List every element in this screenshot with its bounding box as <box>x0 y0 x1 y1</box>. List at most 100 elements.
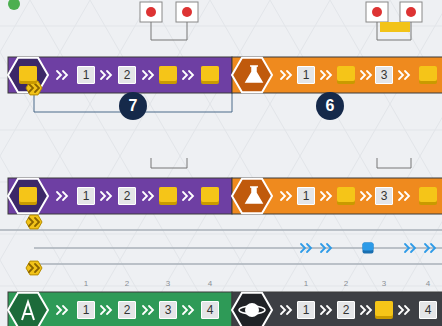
tab-bracket <box>377 22 411 40</box>
step-number: 1 <box>303 303 310 317</box>
bg-hex <box>300 234 360 286</box>
bg-hex <box>60 234 120 286</box>
cube-shadow <box>159 187 177 205</box>
step-number: 2 <box>124 189 131 203</box>
track-step-box: 1 <box>77 301 95 319</box>
ship-icon <box>22 302 34 320</box>
bg-hex <box>240 234 300 286</box>
planet-ring <box>239 306 265 314</box>
track-hex <box>232 58 272 93</box>
cube-shadow <box>337 66 355 84</box>
cube-shadow <box>419 66 437 84</box>
cube-shadow <box>363 243 374 254</box>
track-step-box: 3 <box>375 187 393 205</box>
track-wire <box>34 247 442 249</box>
bg-hex <box>180 234 240 286</box>
track-step-box: 1 <box>77 187 95 205</box>
cube-shadow <box>201 187 219 205</box>
step-tick: 4 <box>208 279 212 288</box>
cube-shadow <box>375 301 393 319</box>
chevron <box>321 306 331 314</box>
bg-hex <box>120 130 180 182</box>
cube-shadow <box>159 66 177 84</box>
reward-tab <box>176 2 198 22</box>
reward-tab <box>366 2 388 22</box>
chevron <box>183 306 193 314</box>
chevron <box>57 306 67 314</box>
step-tick: 3 <box>382 279 386 288</box>
track-step-box: 1 <box>297 301 315 319</box>
step-tick: 4 <box>426 279 430 288</box>
chevron <box>143 71 153 79</box>
resource-cube <box>419 66 437 81</box>
track-wire <box>34 263 442 265</box>
chevron <box>29 84 39 92</box>
chevron <box>425 244 435 252</box>
chevron <box>281 192 291 200</box>
tab-bracket <box>377 158 411 168</box>
resource-cube <box>159 66 177 81</box>
track-step-box: 3 <box>159 301 177 319</box>
chevron <box>361 306 371 314</box>
check-mark <box>8 0 20 10</box>
reward-icon <box>372 7 382 17</box>
track-step-box: 2 <box>118 301 136 319</box>
track-hex <box>232 293 272 326</box>
track-step-box: 1 <box>77 66 95 84</box>
chevron <box>57 192 67 200</box>
bg-hex <box>360 130 420 182</box>
resource-cube <box>419 187 437 202</box>
resource-cube <box>19 66 37 81</box>
chevron <box>183 71 193 79</box>
step-number: 2 <box>124 303 131 317</box>
bonus-hex <box>26 215 42 229</box>
step-number: 6 <box>326 97 335 115</box>
reward-tab <box>400 2 422 22</box>
chevron <box>29 218 39 226</box>
track-step-box: 1 <box>297 66 315 84</box>
chevron <box>183 192 193 200</box>
planet-icon <box>245 303 259 317</box>
chevron <box>399 71 409 79</box>
cube-shadow <box>19 187 37 205</box>
cube-shadow <box>19 66 37 84</box>
resource-cube <box>363 243 374 251</box>
step-number: 7 <box>129 97 138 115</box>
track-band <box>8 292 232 326</box>
step-number: 4 <box>425 303 432 317</box>
callout-number: 7 <box>119 92 147 120</box>
bg-hex <box>30 0 90 26</box>
resource-cube <box>201 66 219 81</box>
chevron <box>361 192 371 200</box>
step-number: 1 <box>303 68 310 82</box>
reward-tab <box>140 2 162 22</box>
chevron <box>57 71 67 79</box>
chevron <box>301 244 311 252</box>
bg-hex <box>0 234 60 286</box>
track-step-box: 4 <box>419 301 437 319</box>
track-step-box: 3 <box>375 66 393 84</box>
bg-hex <box>420 130 442 182</box>
bg-hex <box>300 130 360 182</box>
cube-shadow <box>419 187 437 205</box>
track-wire <box>0 229 442 231</box>
bonus-hex <box>26 261 42 275</box>
chevron <box>281 306 291 314</box>
step-number: 2 <box>343 303 350 317</box>
step-tick: 1 <box>304 279 308 288</box>
chevron <box>143 192 153 200</box>
flask-icon <box>246 66 262 82</box>
step-tick: 1 <box>84 279 88 288</box>
bg-hex <box>240 130 300 182</box>
step-number: 3 <box>381 68 388 82</box>
resource-cube <box>337 187 355 202</box>
resource-cube <box>375 301 393 316</box>
track-step-box: 4 <box>201 301 219 319</box>
step-number: 1 <box>83 68 90 82</box>
bg-hex <box>120 234 180 286</box>
bg-hex <box>0 0 30 26</box>
bg-hex <box>270 0 330 26</box>
